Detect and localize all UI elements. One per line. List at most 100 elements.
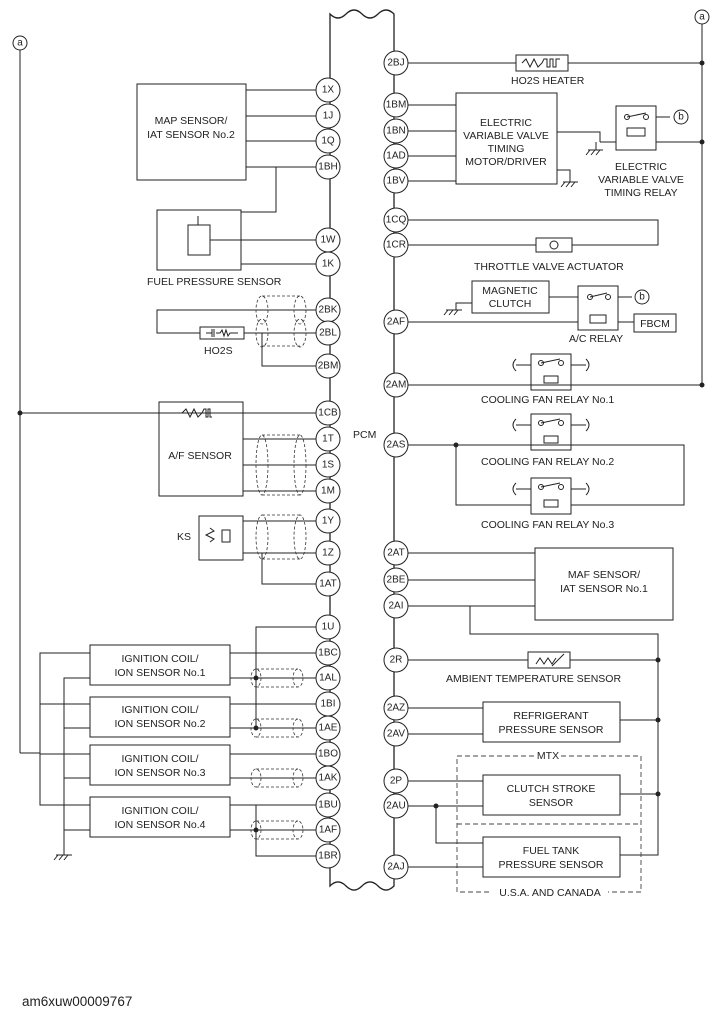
pin-left-label: 1K xyxy=(322,259,335,270)
pin-left-label: 1X xyxy=(322,85,335,96)
evvt-relay-label-2: VARIABLE VALVE xyxy=(598,174,684,186)
pin-left-circle xyxy=(315,792,341,818)
pin-right-circle xyxy=(383,232,409,258)
pin-left-circle xyxy=(315,353,341,379)
usa-canada-label: U.S.A. AND CANADA xyxy=(499,887,601,899)
pin-left-circle xyxy=(315,77,341,103)
pin-right-label: 2BJ xyxy=(387,58,404,69)
pin-right-label: 2AI xyxy=(388,601,403,612)
ks-box xyxy=(198,515,244,561)
pin-right-label: 2BE xyxy=(387,575,406,586)
ignition-coil-1-label-2: ION SENSOR No.1 xyxy=(114,667,205,679)
pin-right-label: 1AD xyxy=(386,151,405,162)
evvt-motor-label-4: MOTOR/DRIVER xyxy=(465,156,547,168)
pin-right-circle xyxy=(383,143,409,169)
pin-right-circle xyxy=(383,50,409,76)
pin-left-label: 1J xyxy=(323,111,334,122)
pin-left-circle xyxy=(315,452,341,478)
refrigerant-sensor-box xyxy=(482,701,621,743)
pin-left-circle xyxy=(315,715,341,741)
pin-right-circle xyxy=(383,854,409,880)
fbcm-label: FBCM xyxy=(640,318,670,330)
cooling-fan-relay-1-label: COOLING FAN RELAY No.1 xyxy=(481,394,614,406)
pin-left-circle xyxy=(315,765,341,791)
pin-left-label: 1AF xyxy=(319,825,337,836)
pin-left-circle xyxy=(315,508,341,534)
pin-left-circle xyxy=(315,571,341,597)
pcm-label: PCM xyxy=(353,429,376,441)
pin-left-circle xyxy=(315,614,341,640)
pin-right-label: 1CR xyxy=(386,240,406,251)
evvt-motor-box xyxy=(455,92,558,185)
pin-left-circle xyxy=(315,640,341,666)
pin-left-circle xyxy=(315,817,341,843)
pin-left-label: 1Q xyxy=(321,136,335,147)
pin-left-label: 1M xyxy=(321,486,335,497)
mtx-label: MTX xyxy=(537,750,559,762)
pin-right-circle xyxy=(383,432,409,458)
pin-left-label: 1BH xyxy=(318,162,337,173)
pin-left-label: 1BO xyxy=(318,749,338,760)
af-sensor-label: A/F SENSOR xyxy=(168,450,232,462)
ignition-coil-2-label-2: ION SENSOR No.2 xyxy=(114,718,205,730)
maf-sensor-label-2: IAT SENSOR No.1 xyxy=(560,583,648,595)
connector-b-evvt: b xyxy=(678,112,684,123)
pin-left-circle xyxy=(315,251,341,277)
pin-left-label: 2BL xyxy=(319,328,337,339)
map-sensor-label-2: IAT SENSOR No.2 xyxy=(147,129,235,141)
pin-right-label: 1CQ xyxy=(386,215,407,226)
clutch-stroke-sensor-label-1: CLUTCH STROKE xyxy=(507,783,596,795)
figure-caption: am6xuw00009767 xyxy=(22,994,133,1009)
pin-left-label: 1AL xyxy=(319,673,337,684)
cooling-fan-relay-3 xyxy=(512,477,590,515)
pin-left-label: 1AK xyxy=(319,773,338,784)
pin-right-circle xyxy=(383,721,409,747)
pin-left-label: 1S xyxy=(322,460,335,471)
pin-left-circle xyxy=(315,478,341,504)
maf-sensor-label-1: MAF SENSOR/ xyxy=(568,569,640,581)
pin-right-label: 2AS xyxy=(387,440,406,451)
pin-right-circle xyxy=(383,647,409,673)
magnetic-clutch-label-1: MAGNETIC xyxy=(482,285,538,297)
pin-left-circle xyxy=(315,426,341,452)
pin-right-circle xyxy=(383,768,409,794)
pin-left-circle xyxy=(315,320,341,346)
magnetic-clutch-label-2: CLUTCH xyxy=(489,298,532,310)
map-sensor-box xyxy=(136,83,247,181)
clutch-stroke-sensor-label-2: SENSOR xyxy=(529,797,574,809)
ignition-coil-2-label-1: IGNITION COIL/ xyxy=(121,704,198,716)
pin-right-circle xyxy=(383,567,409,593)
pin-left-circle xyxy=(315,154,341,180)
refrigerant-sensor-label-1: REFRIGERANT xyxy=(513,710,589,722)
ignition-coil-1-box xyxy=(89,644,231,686)
pin-left-label: 1T xyxy=(322,434,334,445)
ignition-coil-2-box xyxy=(89,696,231,738)
evvt-motor-label-1: ELECTRIC xyxy=(480,117,532,129)
fuel-tank-sensor-label-2: PRESSURE SENSOR xyxy=(498,859,603,871)
refrigerant-sensor-label-2: PRESSURE SENSOR xyxy=(498,724,603,736)
pin-right-label: 1BN xyxy=(386,126,405,137)
cooling-fan-relay-2 xyxy=(512,413,590,451)
pin-left-circle xyxy=(315,128,341,154)
pin-right-circle xyxy=(383,207,409,233)
pin-right-circle xyxy=(383,695,409,721)
pin-right-label: 1BV xyxy=(387,176,406,187)
pin-right-label: 2AZ xyxy=(387,703,405,714)
pin-left-label: 1BU xyxy=(318,800,337,811)
pin-right-label: 2AT xyxy=(387,548,405,559)
evvt-relay-label-3: TIMING RELAY xyxy=(604,187,677,199)
ignition-coil-4-label-2: ION SENSOR No.4 xyxy=(114,819,205,831)
cooling-fan-relay-3-label: COOLING FAN RELAY No.3 xyxy=(481,519,614,531)
pin-right-circle xyxy=(383,92,409,118)
maf-sensor-box xyxy=(534,547,674,621)
pin-right-label: 2AM xyxy=(386,380,407,391)
pin-left-label: 1CB xyxy=(318,408,338,419)
pin-right-circle xyxy=(383,540,409,566)
pin-right-circle xyxy=(383,593,409,619)
pin-right-label: 1BM xyxy=(386,100,407,111)
pin-left-circle xyxy=(315,103,341,129)
pin-left-label: 1BR xyxy=(318,851,337,862)
pin-left-circle xyxy=(315,665,341,691)
ac-relay-label: A/C RELAY xyxy=(569,333,623,345)
